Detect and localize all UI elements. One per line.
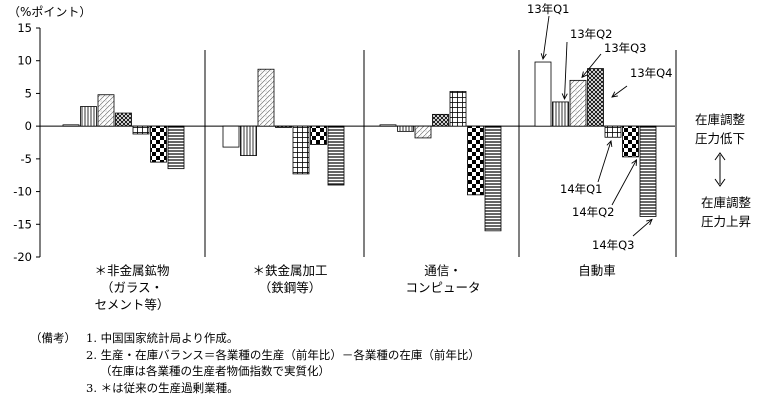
side-label-bottom: 圧力上昇: [701, 214, 751, 229]
series-label: 14年Q2: [572, 205, 615, 219]
bar: [449, 91, 467, 127]
arrow-head: [581, 71, 588, 79]
bar: [604, 125, 622, 138]
bar: [622, 125, 639, 158]
bar: [115, 112, 132, 127]
arrow-head: [606, 140, 613, 148]
category-label: コンピュータ: [405, 280, 480, 295]
series-label: 14年Q1: [560, 182, 603, 196]
notes: （備考） 1. 中国国家統計局より作成。 2. 生産・在庫バランス＝各業種の生産（…: [30, 330, 480, 396]
bar: [292, 125, 310, 175]
note-3-num: 3.: [86, 380, 97, 395]
bar: [467, 125, 484, 196]
bar-chart: 15 10 5 0 -5 -10 -15 -20 （%ポイント） ＊非金属鉱物 （ガラス・セメント…: [8, 2, 751, 312]
bar: [432, 113, 449, 127]
bar: [534, 61, 552, 127]
arrow-head: [631, 158, 637, 166]
notes-header: （備考）: [30, 331, 76, 345]
y-tick-label: 10: [17, 54, 32, 68]
bar: [552, 101, 569, 127]
bar: [587, 68, 604, 127]
axes: 15 10 5 0 -5 -10 -15 -20 （%ポイント）: [8, 5, 677, 264]
note-1: （備考） 1. 中国国家統計局より作成。: [30, 330, 480, 347]
category-label: セメント等）: [95, 297, 170, 312]
category-label: 通信・: [424, 263, 462, 278]
bar: [240, 125, 257, 156]
note-2-num: 2.: [86, 347, 97, 362]
leader-line: [581, 53, 602, 78]
category-label: ＊鉄金属加工: [252, 263, 327, 278]
y-tick-label: -15: [13, 217, 32, 231]
labels: ＊非金属鉱物 （ガラス・セメント等） ＊鉄金属加工 （鉄鋼等） 通信・コンピュータ 自動車: [94, 263, 615, 312]
bar: [484, 125, 502, 232]
note-2: 2. 生産・在庫バランス＝各業種の生産（前年比）－各業種の在庫（前年比）: [30, 347, 480, 364]
series-label: 13年Q3: [604, 41, 647, 55]
note-2b: （在庫は各業種の生産者物価指数で実質化）: [30, 363, 480, 380]
category-label: （ガラス・: [101, 280, 163, 295]
category-label: （鉄鋼等）: [259, 280, 322, 295]
bar: [310, 125, 327, 145]
leader-line: [564, 41, 568, 99]
leader-line: [632, 219, 653, 237]
series-label: 13年Q4: [630, 66, 673, 80]
note-3: 3. ＊は従来の生産過剰業種。: [30, 380, 480, 397]
bar: [414, 125, 432, 139]
y-tick-label: -5: [21, 152, 32, 166]
y-tick-label: 15: [17, 21, 32, 35]
note-2-text: 生産・在庫バランス＝各業種の生産（前年比）－各業種の在庫（前年比）: [100, 347, 480, 362]
arrow-head: [646, 218, 653, 226]
category-label: 自動車: [578, 263, 616, 278]
side-arrow-up-icon: [714, 152, 726, 161]
series-label: 14年Q3: [592, 238, 635, 252]
leader-line: [611, 159, 637, 206]
bar: [167, 125, 185, 170]
note-3-text: ＊は従来の生産過剰業種。: [100, 380, 239, 395]
side-label-top: 在庫調整: [695, 112, 746, 127]
series-label: 13年Q2: [570, 27, 613, 41]
bar: [379, 124, 397, 127]
bar: [257, 68, 275, 127]
bar: [97, 94, 115, 127]
side-arrow-down-icon: [714, 178, 726, 187]
note-1-text: 中国国家統計局より作成。: [100, 331, 239, 345]
side-label-bottom: 在庫調整: [701, 195, 752, 210]
bar: [639, 125, 657, 217]
bar: [275, 125, 292, 128]
bar: [132, 125, 150, 135]
bar: [397, 125, 414, 132]
series-label: 13年Q1: [527, 2, 570, 16]
note-1-num: 1.: [86, 331, 97, 345]
arrow-head: [540, 53, 547, 61]
arrow-head: [611, 91, 618, 98]
y-tick-label: -10: [13, 185, 32, 199]
leader-line: [542, 15, 550, 60]
y-tick-label: 0: [25, 119, 32, 133]
bar: [222, 125, 240, 148]
arrow-head: [561, 93, 568, 100]
y-axis-label: （%ポイント）: [8, 5, 91, 19]
bar: [569, 79, 587, 127]
side-label-top: 圧力低下: [695, 131, 745, 146]
bar: [62, 124, 80, 127]
bars: [62, 61, 657, 232]
leader-line: [597, 140, 612, 183]
category-label: ＊非金属鉱物: [94, 263, 169, 278]
note-2-text-2: （在庫は各業種の生産者物価指数で実質化）: [100, 364, 330, 378]
y-tick-label: -20: [13, 250, 32, 264]
leader-line: [611, 85, 628, 98]
bar: [150, 125, 167, 163]
bar: [80, 106, 97, 127]
y-tick-label: 5: [25, 86, 32, 100]
bar: [327, 125, 345, 186]
annotations: 13年Q113年Q213年Q313年Q414年Q114年Q214年Q3在庫調整圧…: [527, 2, 751, 252]
